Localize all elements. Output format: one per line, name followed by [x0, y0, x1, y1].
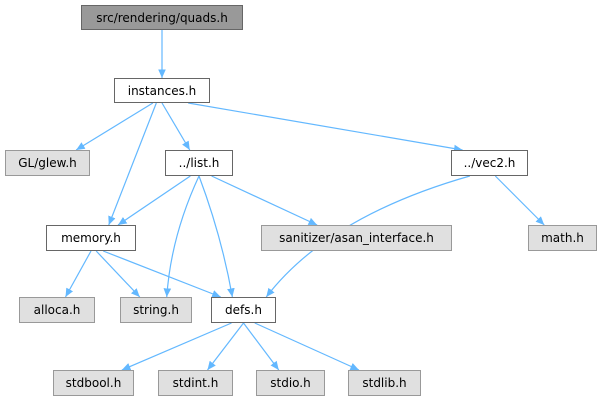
node-memory-h[interactable]: memory.h: [46, 225, 136, 251]
edge-defs-to-stdint: [207, 322, 244, 371]
edge-instances-to-list: [161, 102, 191, 151]
node-stdint-h: stdint.h: [158, 370, 233, 396]
edge-memory-to-alloca: [64, 250, 92, 298]
edge-defs-to-stdio: [243, 322, 280, 371]
edge-instances-to-memory: [108, 102, 157, 226]
edge-instances-to-vec2: [188, 102, 463, 153]
node-sanitizer-asan-interface-h: sanitizer/asan_interface.h: [261, 225, 452, 251]
edge-vec2-to-math: [494, 175, 545, 226]
node-stdio-h: stdio.h: [256, 370, 325, 396]
node-list-h[interactable]: ../list.h: [165, 150, 233, 176]
node-instances-h[interactable]: instances.h: [114, 78, 210, 103]
edge-list-to-string: [163, 175, 200, 298]
edge-memory-to-string: [95, 250, 141, 298]
edge-list-to-defs: [198, 175, 235, 298]
node-quads-h: src/rendering/quads.h: [81, 5, 243, 30]
edge-list-to-memory: [117, 175, 191, 226]
node-string-h: string.h: [120, 297, 192, 323]
edge-list-to-asan: [211, 175, 318, 226]
edge-memory-to-defs: [102, 250, 221, 298]
node-vec2-h[interactable]: ../vec2.h: [451, 150, 528, 176]
edge-defs-to-stdlib: [254, 322, 360, 371]
node-gl-glew-h: GL/glew.h: [5, 150, 90, 176]
node-defs-h[interactable]: defs.h: [211, 297, 276, 323]
node-stdlib-h: stdlib.h: [348, 370, 421, 396]
edge-instances-to-glew: [75, 102, 154, 151]
node-math-h: math.h: [528, 225, 597, 251]
node-stdbool-h: stdbool.h: [53, 370, 134, 396]
edge-defs-to-stdbool: [121, 322, 232, 371]
node-alloca-h: alloca.h: [19, 297, 95, 323]
